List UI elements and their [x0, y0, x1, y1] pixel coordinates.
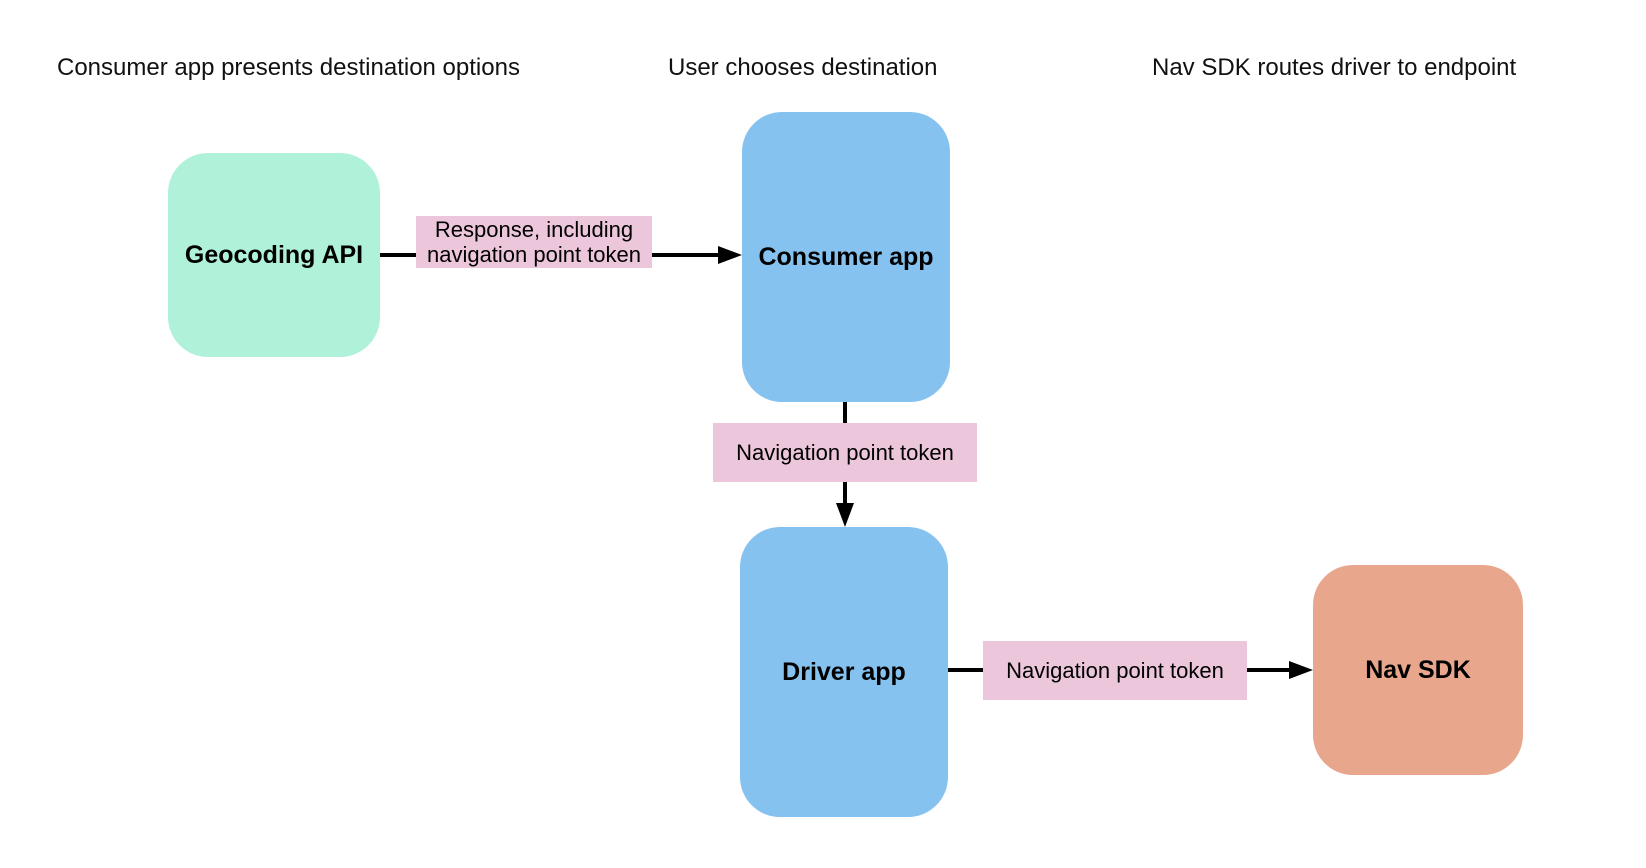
arrowhead-geocoding-to-consumer: [718, 246, 742, 264]
column-header-navsdk-routes: Nav SDK routes driver to endpoint: [1152, 54, 1517, 81]
node-consumer-app-label: Consumer app: [758, 242, 934, 271]
edge-label-response-including-token: Response, including navigation point tok…: [416, 216, 652, 268]
node-consumer-app: Consumer app: [742, 112, 950, 402]
column-header-consumer-presents: Consumer app presents destination option…: [57, 54, 520, 81]
edge-label-navigation-point-token-vertical: Navigation point token: [713, 423, 977, 482]
arrowhead-driver-to-navsdk: [1289, 661, 1313, 679]
node-geocoding-api: Geocoding API: [168, 153, 380, 357]
edge-label-navigation-point-token-horizontal: Navigation point token: [983, 641, 1247, 700]
node-driver-app: Driver app: [740, 527, 948, 817]
node-nav-sdk: Nav SDK: [1313, 565, 1523, 775]
column-header-user-chooses: User chooses destination: [668, 54, 938, 81]
node-nav-sdk-label: Nav SDK: [1365, 655, 1471, 684]
node-driver-app-label: Driver app: [782, 657, 906, 686]
node-geocoding-api-label: Geocoding API: [184, 240, 364, 269]
arrowhead-consumer-to-driver: [836, 503, 854, 527]
